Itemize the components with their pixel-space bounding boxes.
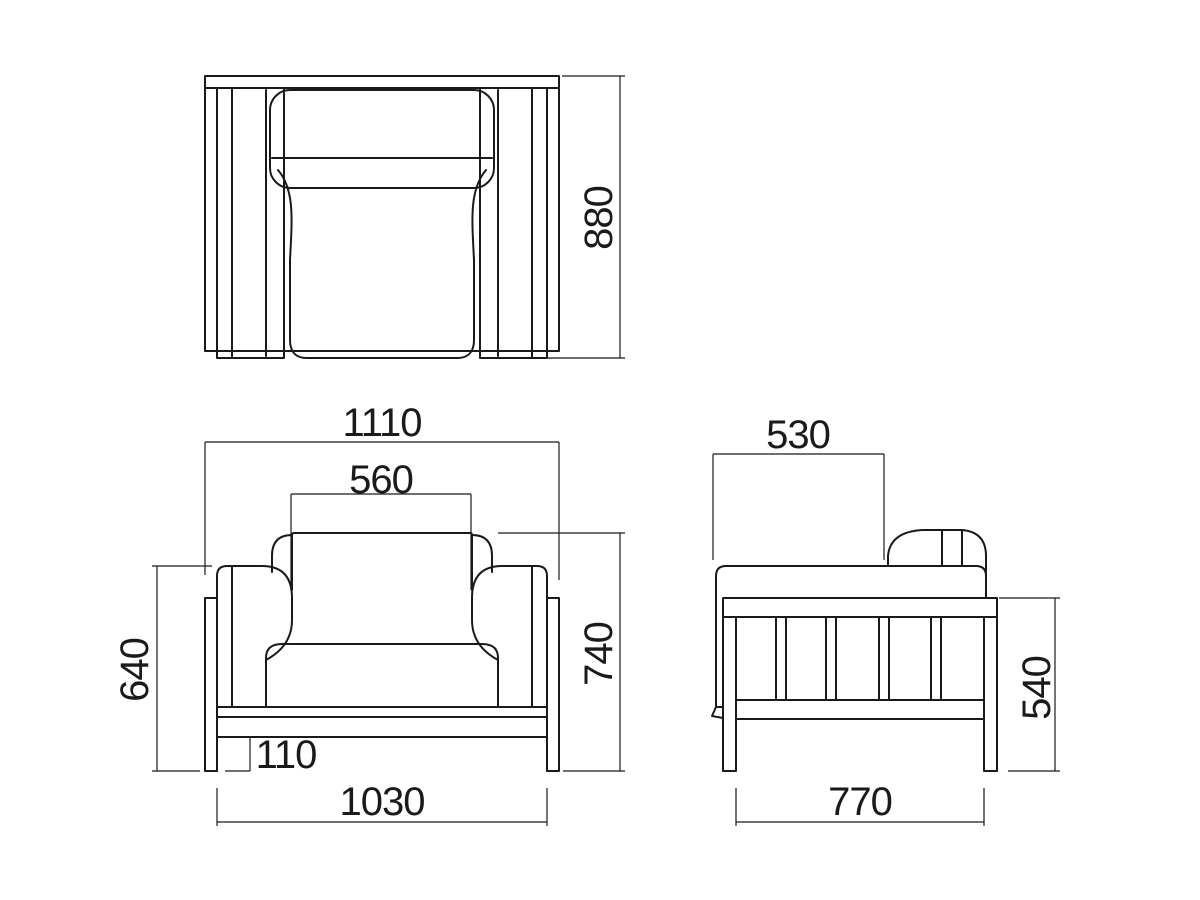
top-view: 880 [204,75,625,359]
dim-side-height-label: 540 [1015,656,1059,720]
side-slat [775,616,787,701]
side-front-leg [722,616,737,772]
side-back-cushion [887,529,987,581]
side-slat [930,616,942,701]
dim-arm-height-label: 640 [113,638,157,702]
top-back-cushion [269,89,495,189]
top-seat-cushion [277,169,487,359]
front-seat-cushion [265,643,499,708]
front-left-leg [204,597,218,772]
front-left-arm [216,565,293,708]
front-back-cushion [291,532,473,591]
front-right-arm [471,565,548,708]
dim-frame-width-label: 1030 [340,780,425,824]
dim-leg-height-label: 110 [256,733,317,777]
top-frame [204,75,560,352]
side-slat [878,616,890,701]
front-right-leg [546,597,560,772]
side-view: 530 540 770 [711,413,1060,826]
side-slat [825,616,837,701]
side-top-rail [722,597,998,618]
side-back-leg [983,616,998,772]
dim-seat-width-label: 560 [349,458,413,502]
dim-overall-width-label: 1110 [342,401,421,445]
top-left-arm [216,87,285,359]
dim-plan-depth-label: 880 [577,186,621,250]
dim-frame-depth-label: 770 [828,780,892,824]
dim-back-height-label: 740 [577,622,621,686]
top-right-arm [479,87,548,359]
dim-seat-depth-label: 530 [766,413,830,457]
front-view: 1110 560 640 740 110 1030 [113,401,625,826]
side-arm [715,565,987,708]
